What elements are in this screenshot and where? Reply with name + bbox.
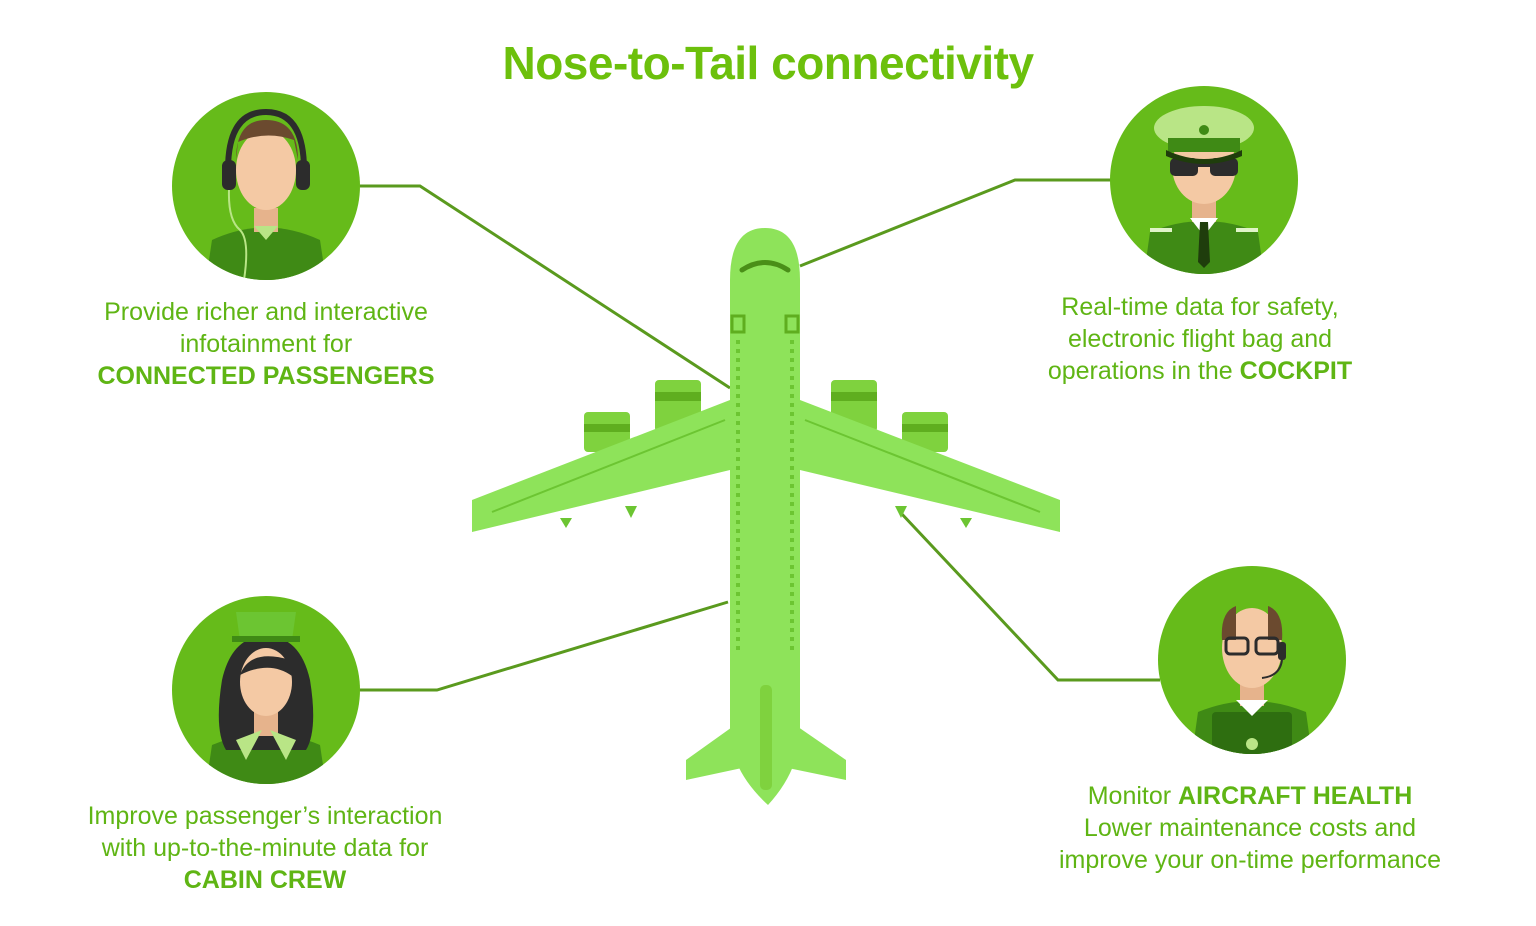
connector-crew xyxy=(360,600,729,692)
caption-highlight: CABIN CREW xyxy=(183,866,347,894)
caption-connected-passengers: Provide richer and interactive infotainm… xyxy=(46,296,486,392)
caption-line: improve your on-time performance xyxy=(1058,846,1442,874)
engineer-headset-icon xyxy=(1158,566,1346,754)
caption-line: Provide richer and interactive xyxy=(104,298,428,326)
flight-attendant-icon xyxy=(172,596,360,784)
connector-maintenance xyxy=(898,510,1160,682)
caption-line: Real-time data for safety, xyxy=(1061,293,1339,321)
caption-line: infotainment for xyxy=(179,330,353,358)
connector-cockpit xyxy=(799,178,1112,268)
airplane-icon xyxy=(472,228,1060,805)
caption-line: electronic flight bag and xyxy=(1067,325,1333,353)
connector-lines xyxy=(360,178,1160,692)
caption-line: Monitor xyxy=(1087,782,1179,810)
passenger-headphones-icon xyxy=(172,92,360,280)
caption-aircraft-health: Monitor AIRCRAFT HEALTH Lower maintenanc… xyxy=(1020,780,1480,876)
caption-highlight: COCKPIT xyxy=(1239,357,1353,385)
pilot-icon xyxy=(1110,86,1298,274)
caption-cabin-crew: Improve passenger’s interaction with up-… xyxy=(40,800,490,896)
caption-line: Lower maintenance costs and xyxy=(1083,814,1417,842)
caption-highlight: CONNECTED PASSENGERS xyxy=(97,362,435,390)
caption-line: operations in the xyxy=(1047,357,1240,385)
caption-line: with up-to-the-minute data for xyxy=(101,834,429,862)
connector-passengers xyxy=(360,184,731,390)
caption-cockpit: Real-time data for safety, electronic fl… xyxy=(990,291,1410,387)
page-title: Nose-to-Tail connectivity xyxy=(502,37,1034,89)
caption-highlight: AIRCRAFT HEALTH xyxy=(1178,782,1413,810)
caption-line: Improve passenger’s interaction xyxy=(87,802,443,830)
